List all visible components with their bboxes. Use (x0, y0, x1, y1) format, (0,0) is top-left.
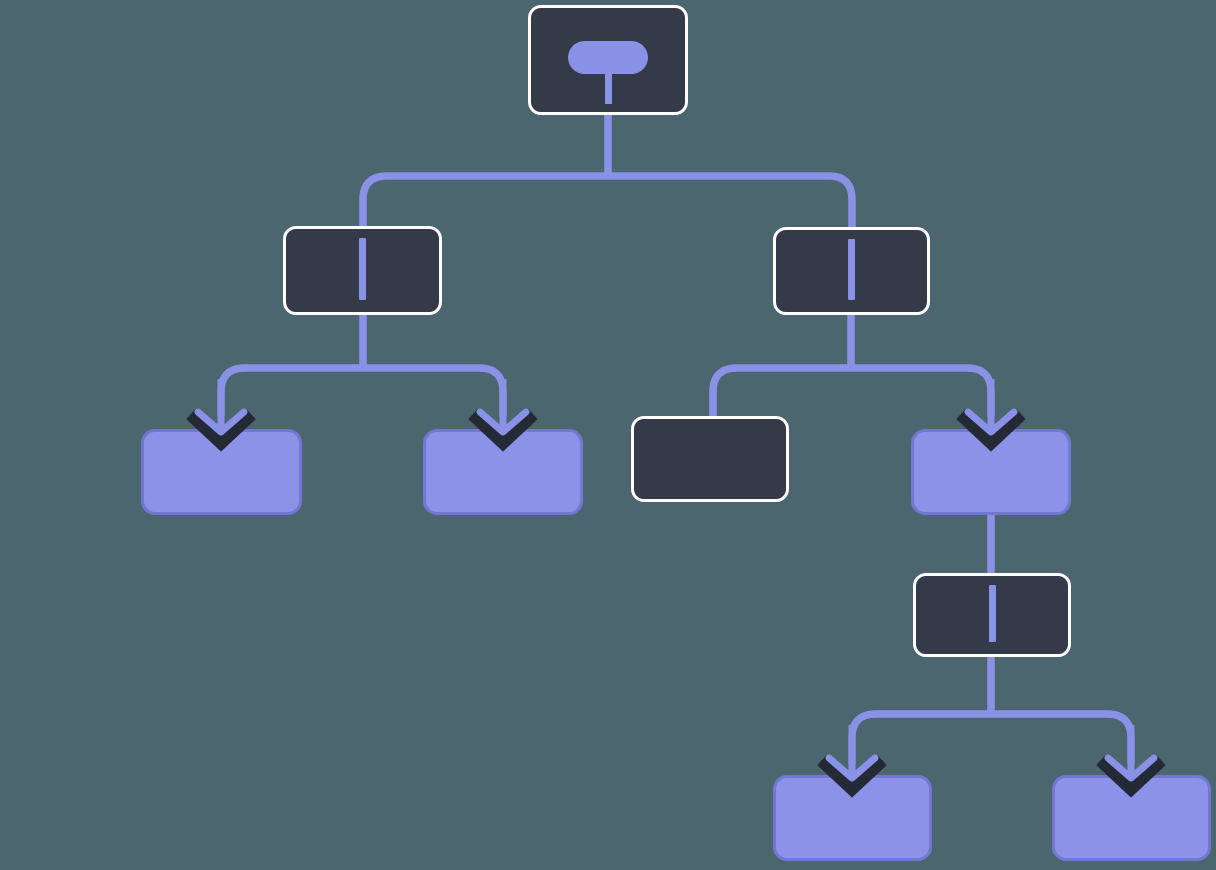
node-branch-bottom[interactable] (913, 573, 1071, 657)
node-leaf-5[interactable] (773, 775, 932, 861)
node-leaf-6[interactable] (1052, 775, 1211, 861)
node-branch-right[interactable] (773, 227, 930, 315)
pass-through-line (988, 585, 996, 642)
root-pill-icon (568, 41, 648, 74)
node-leaf-3[interactable] (631, 416, 789, 502)
node-leaf-1[interactable] (141, 429, 302, 515)
pass-through-line (359, 238, 366, 300)
root-pill-stem (604, 68, 612, 104)
node-root[interactable] (528, 5, 688, 115)
node-branch-left[interactable] (283, 226, 442, 315)
node-leaf-4[interactable] (911, 429, 1071, 515)
pass-through-line (848, 239, 855, 300)
node-leaf-2[interactable] (423, 429, 583, 515)
